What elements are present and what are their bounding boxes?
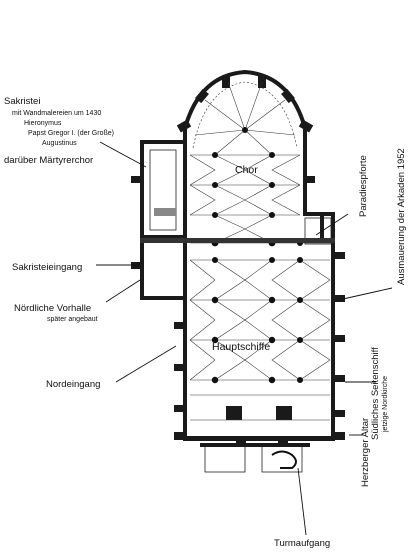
label-paradiespforte: Paradiespforte [358,155,369,217]
labels: Sakristei mit Wandmalereien um 1430 Hier… [4,96,407,549]
label-hieronymus: Hieronymus [24,120,62,127]
tower-staircase [271,450,297,469]
leader-lines [96,141,393,536]
apse-wall [183,69,307,150]
label-augustinus: Augustinus [42,140,77,147]
label-turmaufgang: Turmaufgang [274,538,330,549]
label-sakristei: Sakristei [4,96,40,107]
choir-screen [140,238,335,243]
label-gregor: Papst Gregor I. (der Große) [28,130,114,137]
label-noerdliche-vorhalle: Nördliche Vorhalle [14,303,91,314]
label-suedliches-seitenschiff: Südliches Seitenschiff [370,347,381,440]
label-jetzige-nordkirche: jetzige Nordkirche [382,376,389,433]
label-maertyrerchor: darüber Märtyrerchor [4,155,93,166]
label-spaeter-angebaut: später angebaut [47,316,98,323]
apse-inner-dash [192,81,298,149]
label-hauptschiffe: Hauptschiffe [212,341,270,353]
pillars [211,127,303,384]
label-herzberger-altar: Herzberger Altar [360,418,371,487]
vault-ribs [189,81,331,421]
label-chor: Chor [235,164,258,176]
buttresses [131,76,345,447]
label-nordeingang: Nordeingang [46,379,100,390]
label-wandmalereien: mit Wandmalereien um 1430 [12,110,101,117]
label-sakristeieingang: Sakristeieingang [12,262,82,273]
sacristy-stair [154,208,176,216]
label-ausmauerung: Ausmauerung der Arkaden 1952 [396,148,407,285]
